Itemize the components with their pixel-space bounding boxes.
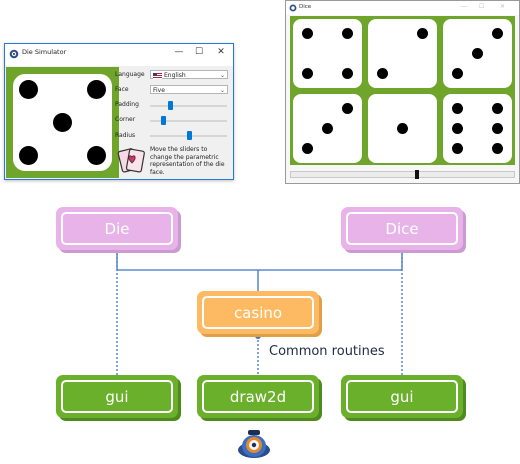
die-simulator-window: Die Simulator — ☐ ✕ Language English ⌄ F… xyxy=(4,43,234,180)
pip xyxy=(397,122,408,134)
simulator-title: Die Simulator xyxy=(22,48,67,56)
pip xyxy=(302,68,313,79)
pip xyxy=(342,68,353,79)
language-label: Language xyxy=(115,71,145,78)
corner-slider-thumb[interactable] xyxy=(161,116,166,125)
pip xyxy=(302,28,313,39)
simulator-titlebar: Die Simulator — ☐ ✕ xyxy=(5,44,233,66)
pip xyxy=(19,80,38,99)
face-label: Face xyxy=(115,86,129,93)
chevron-down-icon: ⌄ xyxy=(219,72,225,79)
pip xyxy=(87,80,106,99)
dice-module: Dice xyxy=(341,207,463,250)
language-value: English xyxy=(164,72,186,79)
language-select[interactable]: English ⌄ xyxy=(150,70,228,79)
dice-grid xyxy=(290,16,515,165)
pip xyxy=(302,142,313,154)
radius-slider-thumb[interactable] xyxy=(187,131,192,140)
die-module: Die xyxy=(56,207,178,250)
pip xyxy=(492,122,503,134)
padding-label: Padding xyxy=(115,101,139,108)
app-icon xyxy=(9,49,19,59)
face-select[interactable]: Five ⌄ xyxy=(150,85,228,94)
chevron-down-icon: ⌄ xyxy=(219,87,225,94)
pip xyxy=(472,48,483,59)
dice-window: Dice — ☐ ✕ xyxy=(285,0,520,184)
minimize-button[interactable]: — xyxy=(461,3,467,10)
app-icon xyxy=(289,4,297,12)
die-face-5 xyxy=(368,93,437,163)
die-face-1 xyxy=(293,19,362,88)
gui-left-label: gui xyxy=(61,380,173,413)
radius-label: Radius xyxy=(115,132,136,139)
pip xyxy=(87,146,106,165)
common-routines-note: Common routines xyxy=(269,344,385,359)
pip xyxy=(492,28,503,39)
help-text: Move the sliders to change the parametri… xyxy=(150,146,225,176)
die-module-label: Die xyxy=(61,212,173,245)
die-face-6 xyxy=(443,93,512,163)
dice-slider-thumb[interactable] xyxy=(415,170,419,179)
playing-cards-icon xyxy=(117,148,145,173)
padding-slider-track[interactable] xyxy=(150,105,227,107)
pip xyxy=(322,122,333,134)
gui-right-module: gui xyxy=(341,375,463,418)
dice-titlebar: Dice — ☐ ✕ xyxy=(286,1,519,15)
project-logo-icon xyxy=(238,430,270,458)
minimize-button[interactable]: — xyxy=(174,47,184,57)
gui-left-module: gui xyxy=(56,375,178,418)
die-face xyxy=(13,74,112,171)
corner-label: Corner xyxy=(115,116,136,123)
casino-module-label: casino xyxy=(202,296,314,329)
pip xyxy=(492,102,503,114)
pip xyxy=(452,142,463,154)
die-face-3 xyxy=(443,19,512,88)
casino-module: casino xyxy=(197,291,319,334)
pip xyxy=(452,122,463,134)
face-value: Five xyxy=(153,87,165,94)
dice-slider-track[interactable] xyxy=(290,171,515,178)
pip xyxy=(342,28,353,39)
pip xyxy=(19,146,38,165)
casino-connector-dot xyxy=(255,333,261,339)
draw2d-module: draw2d xyxy=(197,375,319,418)
pip xyxy=(452,102,463,114)
dice-title: Dice xyxy=(299,4,312,10)
pip xyxy=(377,68,388,79)
close-button[interactable]: ✕ xyxy=(500,3,506,10)
gui-right-label: gui xyxy=(346,380,458,413)
pip xyxy=(417,28,428,39)
pip xyxy=(492,142,503,154)
die-canvas xyxy=(6,67,119,178)
die-face-4 xyxy=(293,93,362,163)
corner-slider-track[interactable] xyxy=(150,120,227,122)
pip xyxy=(53,113,72,132)
dice-module-label: Dice xyxy=(346,212,458,245)
maximize-button[interactable]: ☐ xyxy=(194,47,204,57)
pip xyxy=(452,68,463,79)
us-flag-icon xyxy=(153,72,162,79)
draw2d-label: draw2d xyxy=(202,380,314,413)
padding-slider-thumb[interactable] xyxy=(168,101,173,110)
die-face-2 xyxy=(368,19,437,88)
pip xyxy=(342,102,353,114)
maximize-button[interactable]: ☐ xyxy=(479,3,485,10)
close-button[interactable]: ✕ xyxy=(217,47,225,57)
